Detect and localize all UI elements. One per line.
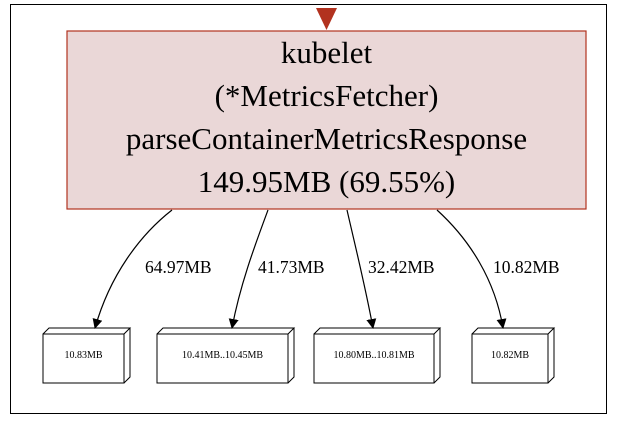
leaf-node-1-label: 10.83MB — [64, 350, 102, 361]
leaf-node-2-top — [156, 327, 296, 335]
edge-label-1: 64.97MB — [145, 257, 212, 277]
edge-2 — [228, 209, 269, 329]
edge-3 — [346, 209, 377, 329]
edge-label-2: 41.73MB — [258, 257, 325, 277]
main-node-size: 149.95MB (69.55%) — [198, 164, 455, 199]
main-node[interactable]: kubelet (*MetricsFetcher) parseContainer… — [66, 30, 587, 210]
main-node-function: parseContainerMetricsResponse — [126, 121, 527, 156]
leaf-node-3-top — [313, 327, 442, 335]
leaf-node-4-label: 10.82MB — [491, 350, 529, 361]
edge-label-3: 32.42MB — [368, 257, 435, 277]
edge-label-4: 10.82MB — [493, 257, 560, 277]
leaf-node-3[interactable]: 10.80MB..10.81MB — [313, 327, 442, 384]
edge-4 — [436, 209, 507, 329]
leaf-node-2-label: 10.41MB..10.45MB — [182, 350, 263, 361]
leaf-node-1-side — [123, 328, 131, 384]
main-node-receiver: (*MetricsFetcher) — [215, 78, 439, 113]
edge-1 — [92, 209, 173, 329]
leaf-node-2[interactable]: 10.41MB..10.45MB — [156, 327, 296, 384]
leaf-node-3-side — [433, 328, 441, 384]
main-node-box — [66, 30, 587, 210]
main-node-package: kubelet — [281, 35, 373, 70]
leaf-node-4-top — [471, 327, 556, 335]
leaf-node-1[interactable]: 10.83MB — [42, 327, 132, 384]
leaf-node-3-label: 10.80MB..10.81MB — [333, 350, 414, 361]
leaf-node-4-side — [547, 328, 555, 384]
leaf-node-2-side — [287, 328, 295, 384]
incoming-edge-arrow — [316, 8, 337, 30]
leaf-node-4[interactable]: 10.82MB — [471, 327, 556, 384]
leaf-node-1-top — [42, 327, 132, 335]
